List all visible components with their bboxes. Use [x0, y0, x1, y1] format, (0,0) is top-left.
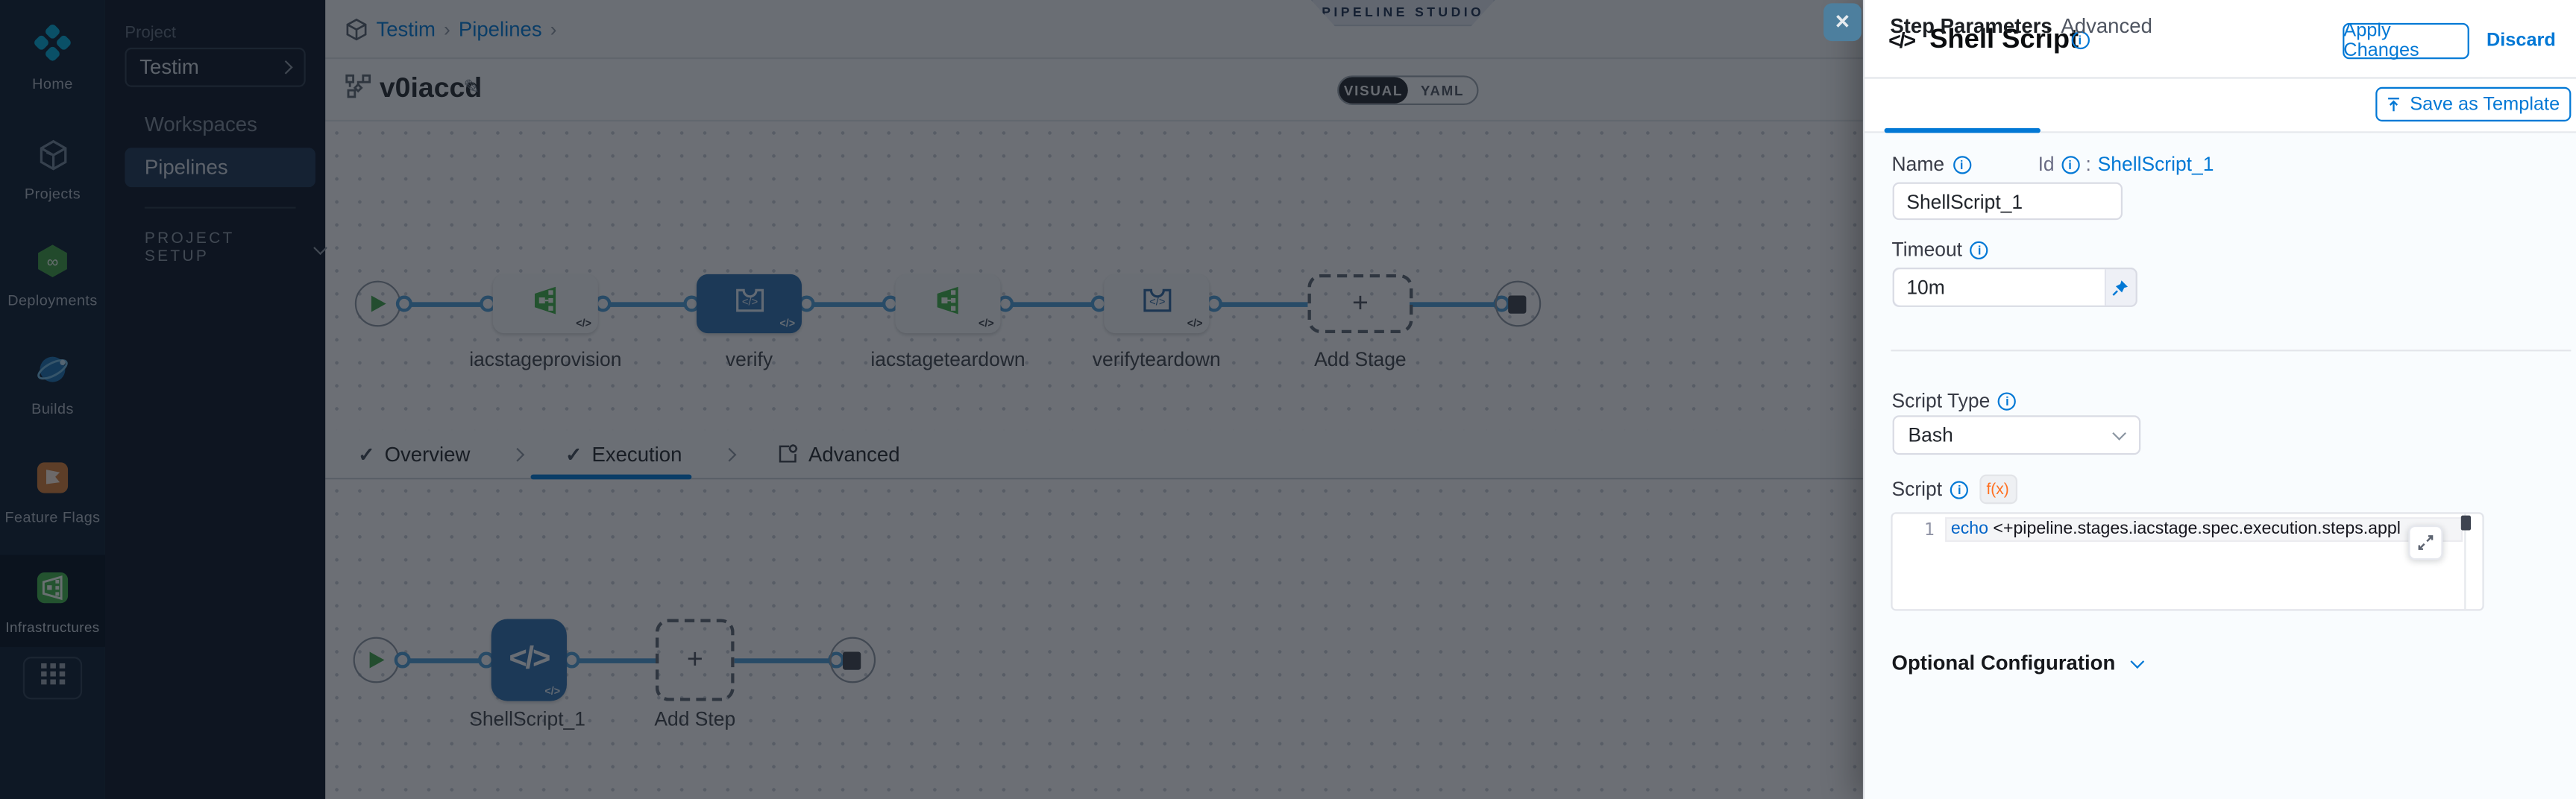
save-as-template-button[interactable]: Save as Template: [2375, 86, 2571, 122]
expression-fx-button[interactable]: f(x): [1979, 474, 2017, 505]
expand-editor-button[interactable]: [2407, 525, 2443, 560]
info-icon[interactable]: i: [1998, 391, 2017, 410]
info-icon[interactable]: i: [2061, 155, 2079, 174]
drawer-title: Shell Script: [1929, 25, 2079, 54]
info-icon[interactable]: i: [1970, 240, 1989, 259]
timeout-input[interactable]: [1893, 269, 2105, 306]
modal-dim-overlay: [0, 0, 1862, 799]
editor-scrollbar-thumb[interactable]: [2460, 515, 2470, 531]
active-tab-underline: [1883, 127, 2040, 133]
line-number: 1: [1923, 520, 1935, 540]
apply-changes-button[interactable]: Apply Changes: [2342, 22, 2469, 61]
optional-configuration-label: Optional Configuration: [1891, 651, 2116, 675]
section-divider: [1890, 350, 2571, 352]
pin-input-type-button[interactable]: [2104, 269, 2135, 305]
script-type-label-text: Script Type: [1891, 389, 1991, 412]
id-value-link[interactable]: ShellScript_1: [2097, 152, 2214, 176]
discard-button[interactable]: Discard: [2486, 31, 2556, 51]
script-label-text: Script: [1891, 478, 1943, 501]
save-as-template-label: Save as Template: [2410, 94, 2560, 115]
code-keyword: echo: [1950, 519, 1989, 539]
chevron-down-icon: [2129, 654, 2144, 668]
drawer-close-button[interactable]: [1823, 3, 1862, 42]
timeout-label-text: Timeout: [1891, 238, 1963, 262]
info-icon[interactable]: i: [1953, 155, 1971, 174]
script-type-field-label: Script Type i: [1892, 389, 2017, 412]
info-icon[interactable]: i: [1950, 480, 1969, 499]
tab-step-parameters[interactable]: Step Parameters: [1890, 14, 2052, 38]
name-input[interactable]: [1891, 182, 2122, 221]
shell-script-icon: </>: [1888, 28, 1916, 53]
script-code-editor[interactable]: 1 echo <+pipeline.stages.iacstage.spec.e…: [1890, 512, 2484, 611]
editor-scrollbar-track: [2463, 514, 2466, 610]
step-id-row: Id i : ShellScript_1: [2038, 153, 2214, 176]
code-line: echo <+pipeline.stages.iacstage.spec.exe…: [1944, 517, 2462, 542]
id-label-text: Id: [2038, 152, 2055, 176]
script-field-label: Script i: [1892, 478, 1969, 501]
drawer-body: [1864, 133, 2576, 799]
timeout-input-group: [1891, 268, 2137, 307]
chevron-down-icon: [2111, 426, 2126, 440]
upload-icon: [2385, 96, 2401, 113]
id-separator: :: [2085, 152, 2091, 176]
step-config-drawer: </> Shell Script i Apply Changes Discard…: [1862, 0, 2576, 799]
code-text: <+pipeline.stages.iacstage.spec.executio…: [1988, 519, 2401, 539]
name-field-label: Name i: [1892, 153, 1971, 176]
info-icon[interactable]: i: [2070, 31, 2089, 50]
name-label-text: Name: [1891, 152, 1945, 176]
timeout-field-label: Timeout i: [1892, 238, 1989, 261]
tab-step-advanced[interactable]: Advanced: [2061, 14, 2152, 38]
script-type-value: Bash: [1908, 423, 1953, 447]
optional-configuration-toggle[interactable]: Optional Configuration: [1891, 651, 2144, 675]
script-type-select[interactable]: Bash: [1891, 415, 2140, 455]
